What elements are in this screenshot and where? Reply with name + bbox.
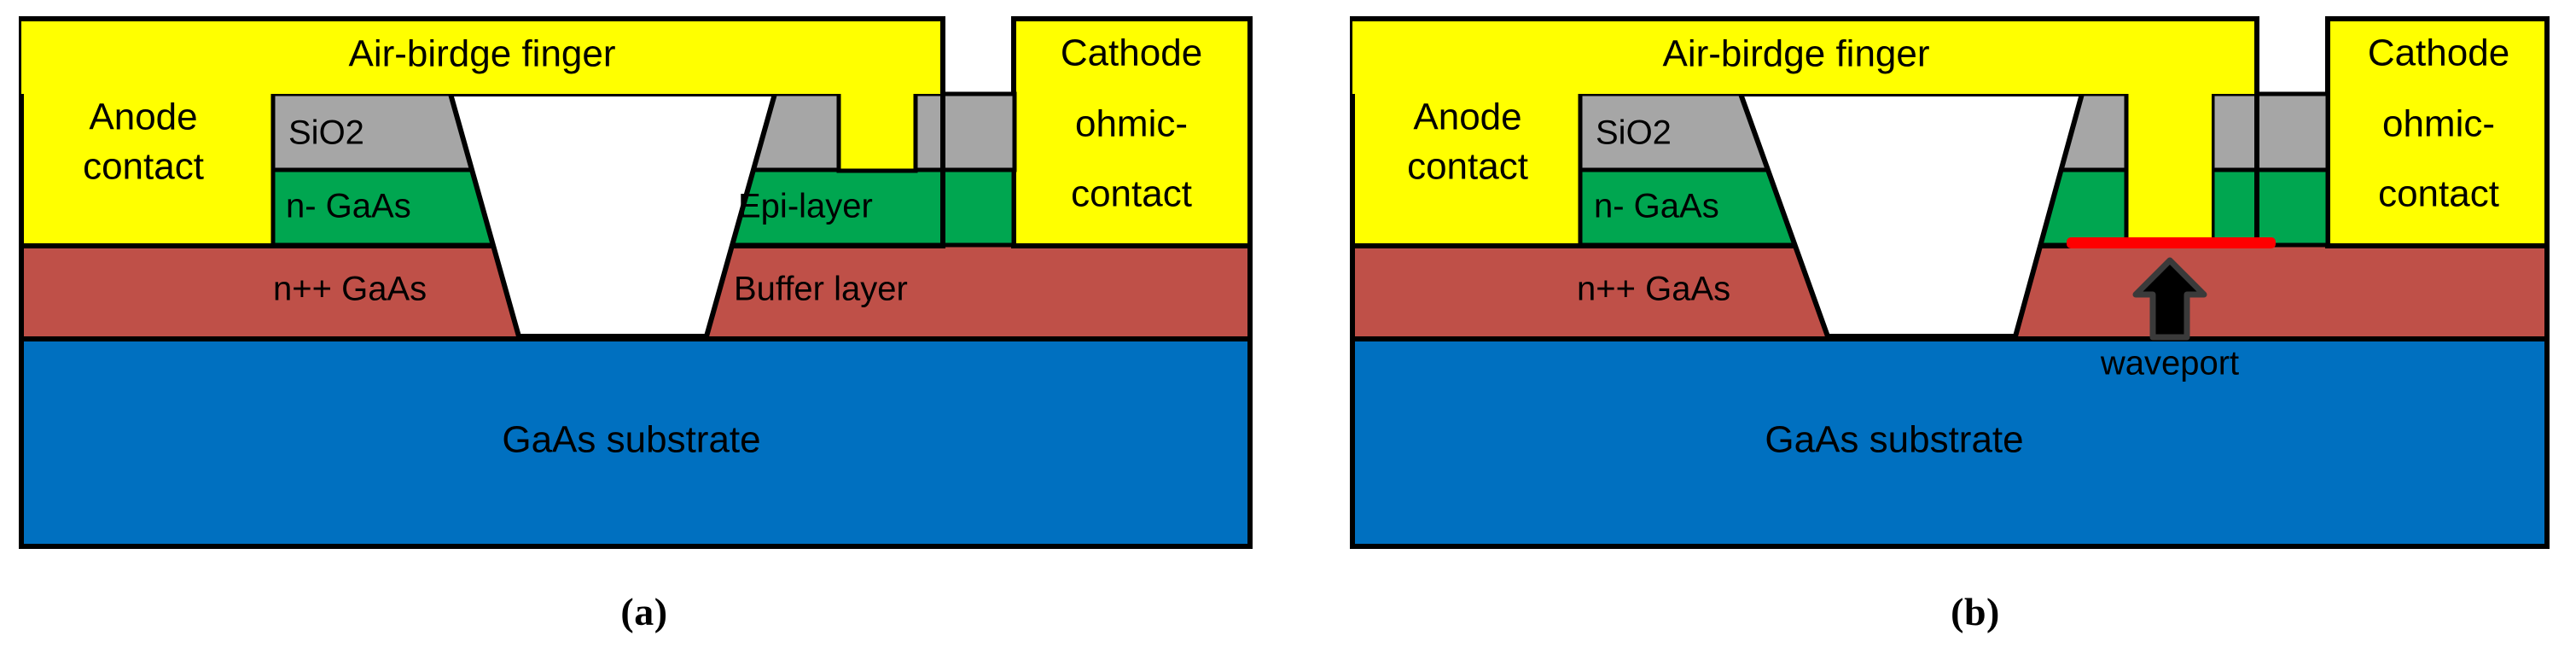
panel-a-drawing: Air-birdge finger Anode contact SiO2 n- …: [19, 16, 1253, 549]
cathode-contact-block-a: [1011, 16, 1253, 248]
label-anode-line1-a: Anode: [89, 96, 197, 138]
label-nplusplus-a: n++ GaAs: [273, 271, 427, 308]
label-sio2-a: SiO2: [288, 114, 364, 152]
label-anode-line2-b: contact: [1407, 146, 1528, 188]
label-cathode-line3-a: contact: [1071, 173, 1192, 215]
label-airbridge-a: Air-birdge finger: [348, 33, 615, 75]
label-cathode-line1-a: Cathode: [1061, 32, 1202, 74]
air-bridge-leg-a: [839, 94, 916, 172]
panel-b: Air-birdge finger Anode contact SiO2 n- …: [1348, 0, 2576, 671]
label-waveport-b: waveport: [2100, 345, 2239, 382]
panel-a: Air-birdge finger Anode contact SiO2 n- …: [17, 0, 1271, 671]
label-epi-left-b: n- GaAs: [1594, 188, 1719, 225]
panel-b-caption: (b): [1951, 590, 2000, 633]
air-bridge-metal-outline-a: [21, 16, 945, 246]
label-cathode-line1-b: Cathode: [2368, 32, 2509, 74]
label-cathode-line2-a: ohmic-: [1075, 103, 1188, 145]
air-bridge-metal-a: [21, 19, 943, 94]
air-bridge-metal-b: [1352, 19, 2257, 94]
excitation-arrow-icon-b: [2132, 257, 2207, 341]
label-cathode-line2-b: ohmic-: [2382, 103, 2495, 145]
sio2-pad-right-a: [913, 91, 1017, 172]
panel-a-caption: (a): [620, 590, 668, 633]
label-substrate-b: GaAs substrate: [1765, 419, 2023, 461]
label-cathode-line3-b: contact: [2378, 173, 2499, 215]
epi-layer-right-b: [2210, 166, 2330, 248]
label-substrate-a: GaAs substrate: [502, 419, 760, 461]
label-nplusplus-b: n++ GaAs: [1577, 271, 1730, 308]
sio2-pad-right-b: [2210, 91, 2330, 172]
label-sio2-b: SiO2: [1596, 114, 1672, 152]
panel-b-drawing: Air-birdge finger Anode contact SiO2 n- …: [1350, 16, 2550, 549]
label-airbridge-b: Air-birdge finger: [1662, 33, 1929, 75]
label-buffer-a: Buffer layer: [734, 271, 908, 308]
waveport-marker-b[interactable]: [2067, 237, 2276, 248]
label-anode-line2-a: contact: [83, 146, 204, 188]
air-bridge-leg-outline-a: [836, 94, 918, 173]
label-epi-right-a: Epi-layer: [738, 188, 873, 225]
label-epi-left-a: n- GaAs: [286, 188, 411, 225]
cathode-contact-block-b: [2325, 16, 2550, 248]
gaas-substrate-a: [19, 335, 1253, 549]
air-bridge-metal-outline-b: [1352, 16, 2259, 246]
gaas-substrate-b: [1350, 335, 2550, 549]
label-anode-line1-b: Anode: [1413, 96, 1521, 138]
metal-via-slot-b: [2129, 92, 2212, 248]
